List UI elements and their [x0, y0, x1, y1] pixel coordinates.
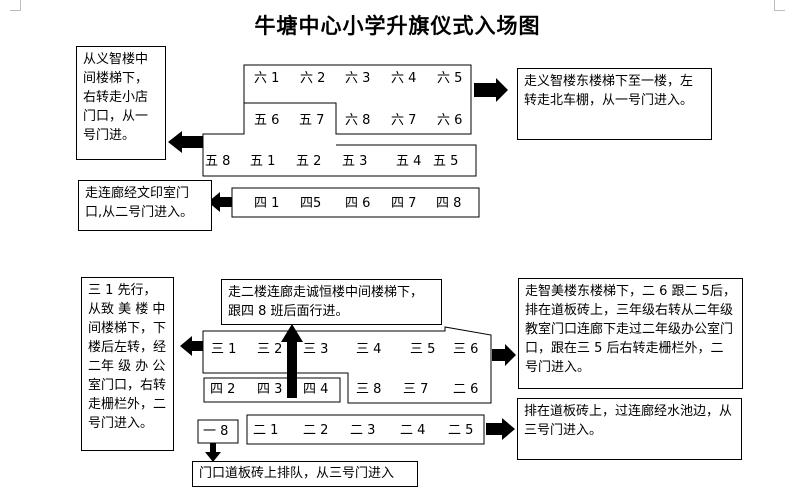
route-note-bottom-center: 走二楼连廊走诚恒楼中间楼梯下，跟四 8 班后面行进。 [221, 279, 442, 325]
class-label: 五 1 [250, 154, 276, 169]
class-label: 六 7 [391, 113, 417, 128]
class-label: 六 4 [391, 71, 417, 86]
class-label: 一 8 [203, 424, 229, 439]
class-label: 六 2 [300, 71, 326, 86]
grade2-route-outline [246, 414, 485, 445]
route-note-mid-left: 走连廊经文印室门口,从二号门进入。 [78, 180, 212, 231]
class-label: 六 6 [437, 113, 463, 128]
route-note-bottom-right: 走智美楼东楼梯下，二 6 跟二 5后，排在道板砖上，三年级右转从二年级教室门口连… [518, 278, 743, 389]
class-label: 三 3 [303, 342, 329, 357]
class-label: 二 1 [253, 423, 279, 438]
route-note-bottom-right-2: 排在道板砖上，过连廊经水池边，从三号门进入。 [517, 398, 742, 460]
grade1-route-outline [197, 419, 239, 444]
class-label: 三 8 [356, 382, 382, 397]
arrow-right-icon [492, 344, 516, 366]
class-label: 五 3 [342, 154, 368, 169]
class-label: 五 8 [205, 154, 231, 169]
class-label: 三 7 [403, 382, 429, 397]
route-note-bottom-left: 三 1 先行，从致 美 楼 中 间楼梯下，下楼后左转，经二年 级 办 公 室门口… [81, 277, 174, 451]
arrow-down-icon [205, 443, 221, 462]
class-label: 四 4 [303, 382, 329, 397]
route-note-top-right: 走义智楼东楼梯下至一楼，左转走北车棚，从一号门进入。 [517, 68, 712, 140]
class-label: 二 6 [453, 382, 479, 397]
class-label: 四 7 [391, 196, 417, 211]
page-corner-mark [774, 0, 785, 11]
arrow-left-icon [180, 336, 203, 356]
grade5-route-outline-main [202, 103, 477, 177]
class-label: 五 5 [433, 154, 459, 169]
page-title: 牛塘中心小学升旗仪式入场图 [254, 13, 541, 38]
class-label: 六 8 [345, 113, 371, 128]
class-label: 四5 [300, 196, 322, 211]
class-label: 六 3 [345, 71, 371, 86]
route-note-bottom-small: 门口道板砖上排队，从三号门进入 [192, 461, 418, 487]
class-label: 六 5 [437, 71, 463, 86]
class-label: 五 6 [254, 113, 280, 128]
class-label: 六 1 [254, 71, 280, 86]
class-label: 二 3 [350, 423, 376, 438]
grade3-route-outline-main [202, 326, 492, 404]
route-note-top-left: 从义智楼中间楼梯下，右转走小店门口，从一号门进。 [76, 46, 166, 160]
class-label: 四 1 [254, 196, 280, 211]
class-label: 三 6 [453, 342, 479, 357]
class-label: 二 4 [400, 423, 426, 438]
class-label: 三 4 [356, 342, 382, 357]
page-corner-mark [10, 0, 21, 11]
class-label: 五 2 [296, 154, 322, 169]
class-label: 三 5 [410, 342, 436, 357]
class-label: 五 4 [396, 154, 422, 169]
class-label: 二 2 [303, 423, 329, 438]
arrow-right-icon [474, 78, 508, 102]
class-label: 三 1 [211, 342, 237, 357]
class-label: 五 7 [299, 113, 325, 128]
arrow-left-icon [208, 192, 232, 212]
class-label: 四 6 [345, 196, 371, 211]
class-label: 四 8 [436, 196, 462, 211]
class-label: 三 2 [257, 342, 283, 357]
grade4b-route-outline [203, 377, 341, 403]
arrow-left-icon [168, 131, 203, 153]
class-label: 二 5 [448, 423, 474, 438]
arrow-right-icon [486, 418, 515, 440]
class-label: 四 3 [257, 382, 283, 397]
arrow-up-icon [281, 324, 303, 398]
class-label: 四 2 [210, 382, 236, 397]
